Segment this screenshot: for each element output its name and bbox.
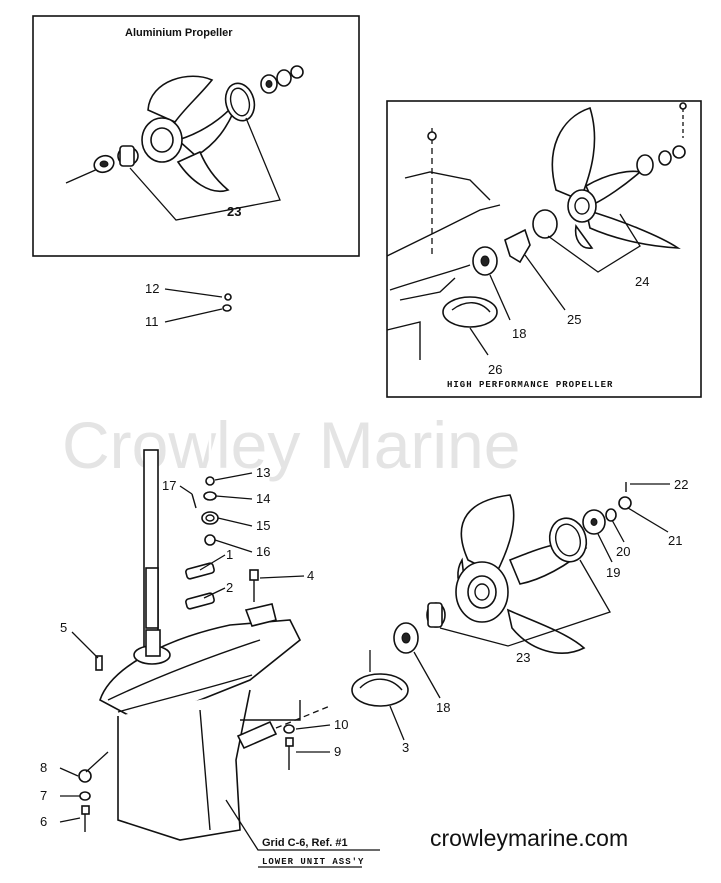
grid-reference: Grid C-6, Ref. #1 (262, 837, 348, 849)
callout-16: 16 (256, 544, 270, 559)
reference-caption: Grid C-6, Ref. #1 LOWER UNIT ASS'Y (258, 837, 364, 868)
callout-14: 14 (256, 491, 270, 506)
inset-high-performance-propeller: 24 25 18 26 HIGH PERFORMANCE PROPELLER (386, 100, 702, 398)
callout-2: 2 (226, 580, 233, 595)
callout-17: 17 (162, 478, 176, 493)
callout-6: 6 (40, 814, 47, 829)
label-24: 24 (635, 274, 649, 289)
inset-aluminium-label: 23 (227, 204, 241, 219)
callout-20: 20 (616, 544, 630, 559)
callout-18: 18 (436, 700, 450, 715)
callout-numbers: 12 11 13 14 15 16 17 1 2 4 5 22 21 20 19… (40, 281, 688, 829)
callout-8: 8 (40, 760, 47, 775)
callout-7: 7 (40, 788, 47, 803)
callout-13: 13 (256, 465, 270, 480)
watermark-text: Crowley Marine (62, 408, 520, 482)
callout-21: 21 (668, 533, 682, 548)
callout-19: 19 (606, 565, 620, 580)
callout-5: 5 (60, 620, 67, 635)
callout-23: 23 (516, 650, 530, 665)
callout-11: 11 (145, 314, 159, 329)
callout-3: 3 (402, 740, 409, 755)
assembly-name: LOWER UNIT ASS'Y (262, 857, 364, 867)
callout-22: 22 (674, 477, 688, 492)
callout-12: 12 (145, 281, 159, 296)
main-propeller-assembly (78, 482, 632, 832)
label-26: 26 (488, 362, 502, 377)
label-25: 25 (567, 312, 581, 327)
inset-aluminium-propeller: Aluminium Propeller 23 (32, 15, 360, 257)
callout-4: 4 (307, 568, 314, 583)
callout-1: 1 (226, 547, 233, 562)
shift-rod-assembly (143, 293, 259, 651)
gearcase-housing (95, 603, 331, 841)
callout-9: 9 (334, 744, 341, 759)
callout-leaders (59, 288, 670, 851)
callout-15: 15 (256, 518, 270, 533)
website-url: crowleymarine.com (430, 825, 628, 851)
callout-10: 10 (334, 717, 348, 732)
inset-aluminium-title: Aluminium Propeller (125, 27, 233, 39)
label-18-inset: 18 (512, 326, 526, 341)
inset-high-performance-title: HIGH PERFORMANCE PROPELLER (447, 380, 613, 390)
